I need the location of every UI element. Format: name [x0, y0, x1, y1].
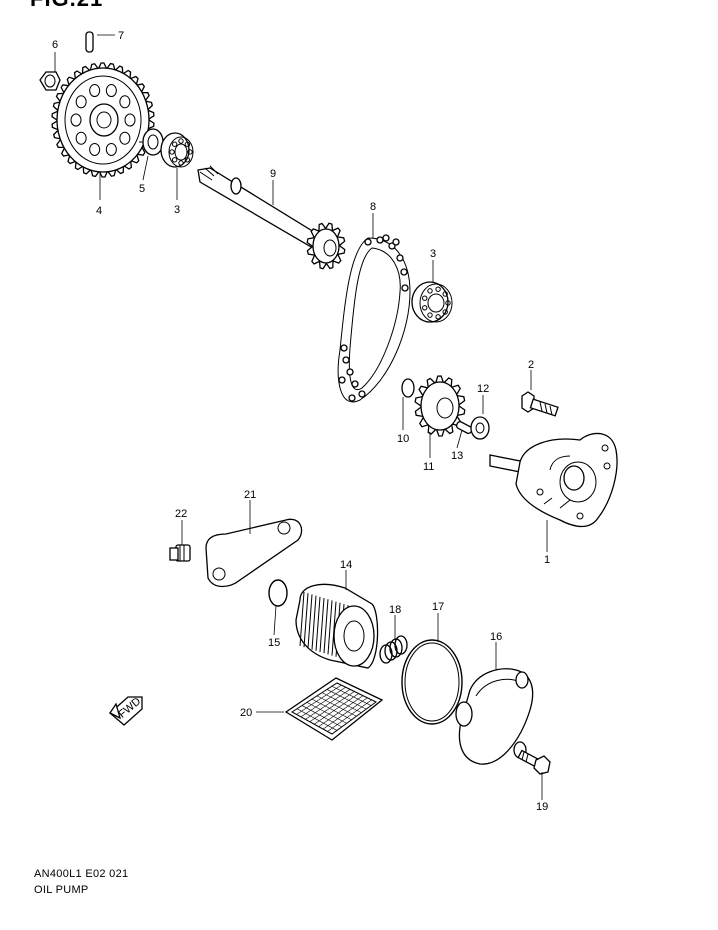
- callout-19: 19: [536, 801, 548, 813]
- part-16-filter-cap[interactable]: [455, 668, 534, 765]
- callout-15: 15: [268, 637, 280, 649]
- callout-labels: 6 7 4 5 3 9 8 3 2 12 10 11 13 1 21 22 14…: [52, 30, 550, 813]
- callout-12: 12: [477, 383, 489, 395]
- callout-7: 7: [118, 30, 124, 42]
- callout-5: 5: [139, 183, 145, 195]
- part-12-washer[interactable]: [470, 416, 490, 440]
- part-11-sprocket[interactable]: [414, 375, 466, 437]
- callout-22: 22: [175, 508, 187, 520]
- callout-18: 18: [389, 604, 401, 616]
- part-2-bolt[interactable]: [521, 391, 559, 417]
- callout-4: 4: [96, 205, 102, 217]
- part-3-bearing-lower[interactable]: [411, 281, 453, 323]
- callout-20: 20: [240, 707, 252, 719]
- callout-14: 14: [340, 559, 352, 571]
- callout-16: 16: [490, 631, 502, 643]
- part-7-pin[interactable]: [85, 31, 94, 53]
- part-18-spring[interactable]: [379, 635, 408, 664]
- callout-1: 1: [544, 554, 550, 566]
- part-15-o-ring[interactable]: [268, 579, 288, 607]
- part-6-nut[interactable]: [39, 71, 61, 91]
- leader-lines: [54, 34, 548, 800]
- part-9-shaft[interactable]: [197, 165, 346, 270]
- callout-10: 10: [397, 433, 409, 445]
- callout-11: 11: [423, 461, 434, 473]
- callout-3-lower: 3: [430, 248, 436, 260]
- callout-13: 13: [451, 450, 463, 462]
- callout-8: 8: [370, 201, 376, 213]
- part-14-oil-filter[interactable]: [295, 583, 379, 669]
- fwd-arrow: FWD: [109, 695, 143, 726]
- model-code: AN400L1 E02 021: [34, 868, 129, 880]
- part-19-bolt[interactable]: [517, 749, 551, 775]
- figure-title: FIG.21: [30, 0, 103, 12]
- part-10-circlip[interactable]: [401, 378, 415, 398]
- assembly-name: OIL PUMP: [34, 884, 89, 896]
- callout-6: 6: [52, 39, 58, 51]
- part-8-chain[interactable]: [337, 234, 411, 403]
- part-21-cover-plate[interactable]: [205, 518, 303, 588]
- part-17-gasket[interactable]: [401, 639, 463, 725]
- callout-9: 9: [270, 168, 276, 180]
- part-13-pin[interactable]: [455, 421, 473, 435]
- part-1-oil-pump[interactable]: [489, 432, 618, 528]
- part-4-driven-gear[interactable]: [51, 62, 155, 178]
- callout-2: 2: [528, 359, 534, 371]
- callout-3-upper: 3: [174, 204, 180, 216]
- part-3-bearing-upper[interactable]: [160, 132, 194, 168]
- callout-17: 17: [432, 601, 444, 613]
- callout-21: 21: [244, 489, 256, 501]
- part-20-oil-strainer[interactable]: [284, 677, 384, 741]
- part-22-bolt[interactable]: [169, 544, 191, 562]
